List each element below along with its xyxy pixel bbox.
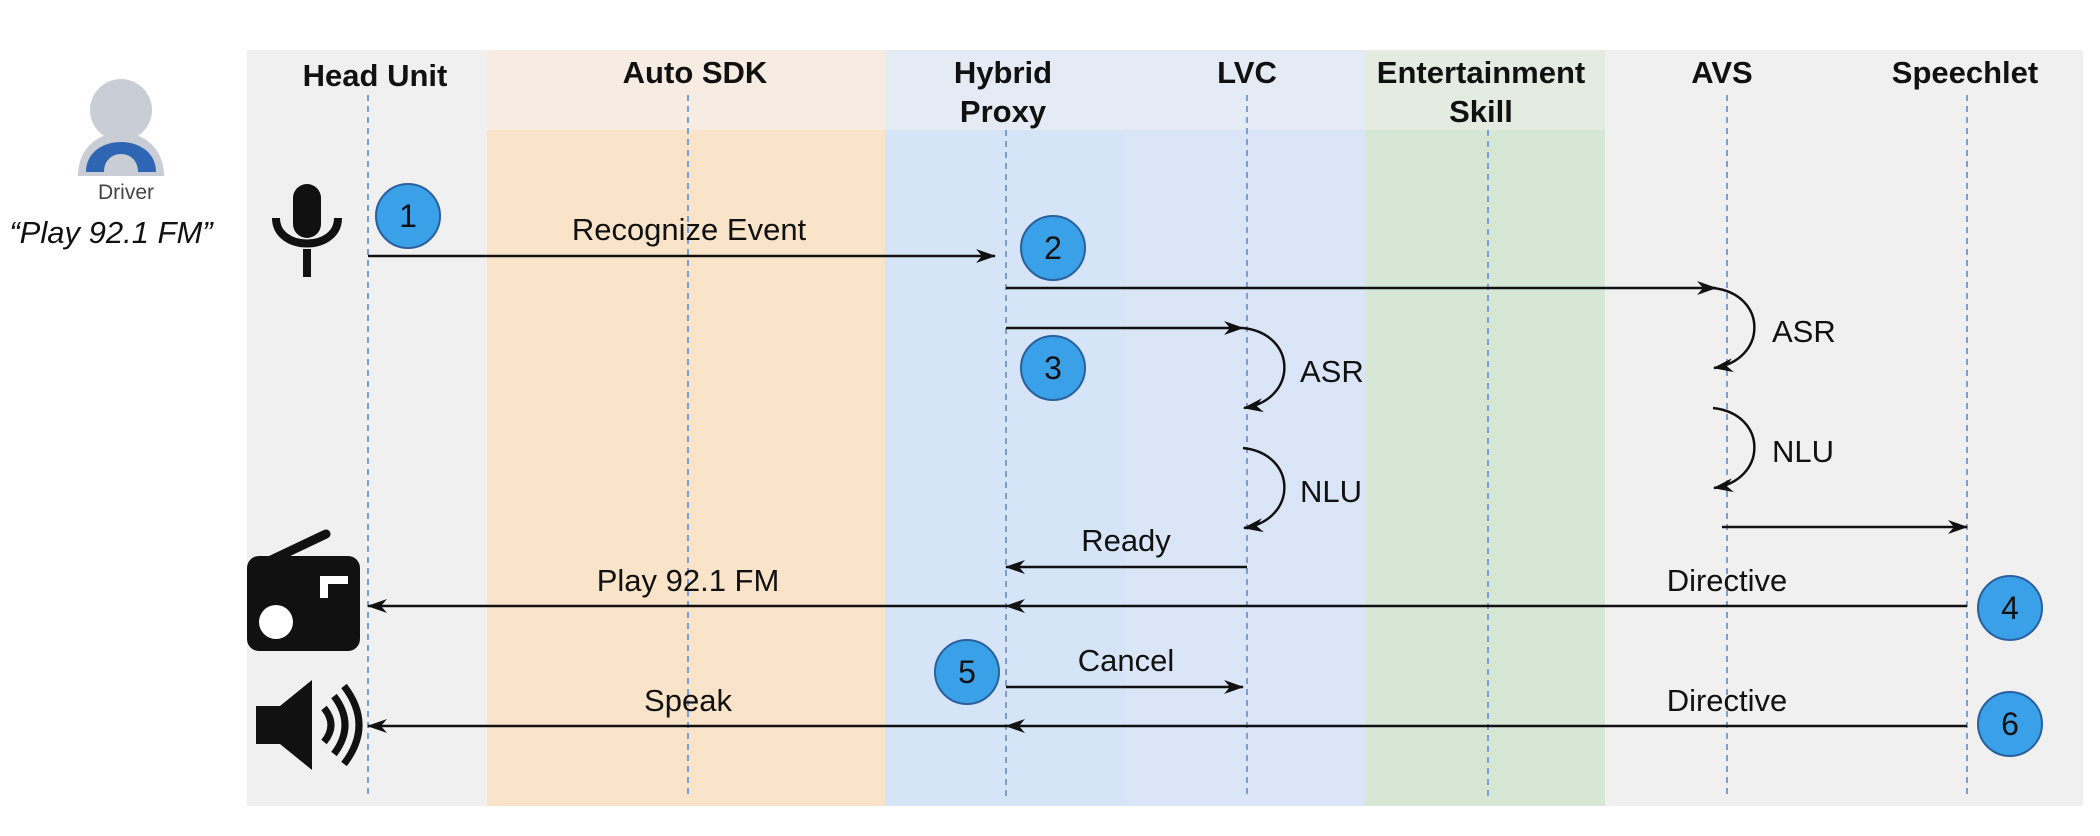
self-call-lvc-nlu: [1242, 446, 1286, 533]
lane-titles: Head Unit Auto SDK Hybrid Proxy LVC Ente…: [303, 55, 2039, 129]
step-markers: 1 2 3 4 5 6: [375, 183, 2043, 757]
self-call-lvc-asr: [1242, 326, 1286, 413]
lane-title-hybrid-proxy-line2: Proxy: [960, 94, 1047, 129]
label-recognize-event: Recognize Event: [572, 212, 807, 247]
message-labels: Recognize Event Ready Directive Play 92.…: [572, 212, 1787, 718]
lane-bg-speechlet: [1845, 50, 2083, 806]
lane-title-hybrid-proxy-line1: Hybrid: [954, 55, 1052, 90]
lane-title-entertainment-skill-line2: Skill: [1449, 94, 1513, 129]
lane-title-lvc: LVC: [1217, 55, 1277, 90]
step-marker-2: 2: [1020, 215, 1086, 281]
lane-header-hybrid-proxy: [885, 50, 1365, 130]
step-marker-3: 3: [1020, 335, 1086, 401]
label-speak: Speak: [644, 683, 732, 718]
step-marker-1: 1: [375, 183, 441, 249]
step-marker-4: 4: [1977, 575, 2043, 641]
step-number-2: 2: [1044, 230, 1062, 266]
lane-title-avs: AVS: [1691, 55, 1752, 90]
step-marker-6: 6: [1977, 691, 2043, 757]
step-number-5: 5: [958, 654, 976, 690]
driver-label: Driver: [98, 181, 154, 204]
self-call-labels: ASR NLU ASR NLU: [1300, 314, 1836, 509]
label-lvc-asr: ASR: [1300, 354, 1364, 389]
lane-bg-lvc: [1125, 50, 1365, 806]
lane-bg-auto-sdk: [487, 50, 885, 806]
lane-backgrounds: [247, 50, 2083, 806]
lane-bg-entertainment-skill: [1365, 50, 1605, 806]
step-number-1: 1: [399, 198, 417, 234]
label-cancel: Cancel: [1078, 643, 1175, 678]
microphone-icon: [272, 184, 342, 277]
lane-title-head-unit: Head Unit: [303, 58, 448, 93]
step-number-3: 3: [1044, 350, 1062, 386]
lane-title-entertainment-skill-line1: Entertainment: [1377, 55, 1585, 90]
lane-bg-avs: [1605, 50, 1845, 806]
step-number-6: 6: [2001, 706, 2019, 742]
lane-title-auto-sdk: Auto SDK: [623, 55, 768, 90]
label-avs-asr: ASR: [1772, 314, 1836, 349]
label-play-fm: Play 92.1 FM: [597, 563, 780, 598]
lane-header-entertainment-skill: [1365, 50, 1605, 130]
label-ready: Ready: [1081, 523, 1171, 558]
lifelines: [367, 95, 1968, 796]
self-call-avs-nlu: [1712, 406, 1756, 493]
self-call-avs-asr: [1712, 286, 1756, 373]
label-directive-1: Directive: [1667, 563, 1788, 598]
label-avs-nlu: NLU: [1772, 434, 1834, 469]
driver-avatar-icon: [78, 79, 164, 176]
speaker-icon: [256, 680, 363, 770]
lane-title-speechlet: Speechlet: [1892, 55, 2038, 90]
message-arrows: [367, 249, 1968, 733]
label-lvc-nlu: NLU: [1300, 474, 1362, 509]
label-directive-2: Directive: [1667, 683, 1788, 718]
radio-icon: [247, 529, 360, 651]
step-marker-5: 5: [934, 639, 1000, 705]
driver-utterance: “Play 92.1 FM”: [9, 215, 214, 250]
self-call-arcs: [1242, 286, 1756, 533]
step-number-4: 4: [2001, 590, 2019, 626]
lane-header-auto-sdk: [487, 50, 885, 130]
